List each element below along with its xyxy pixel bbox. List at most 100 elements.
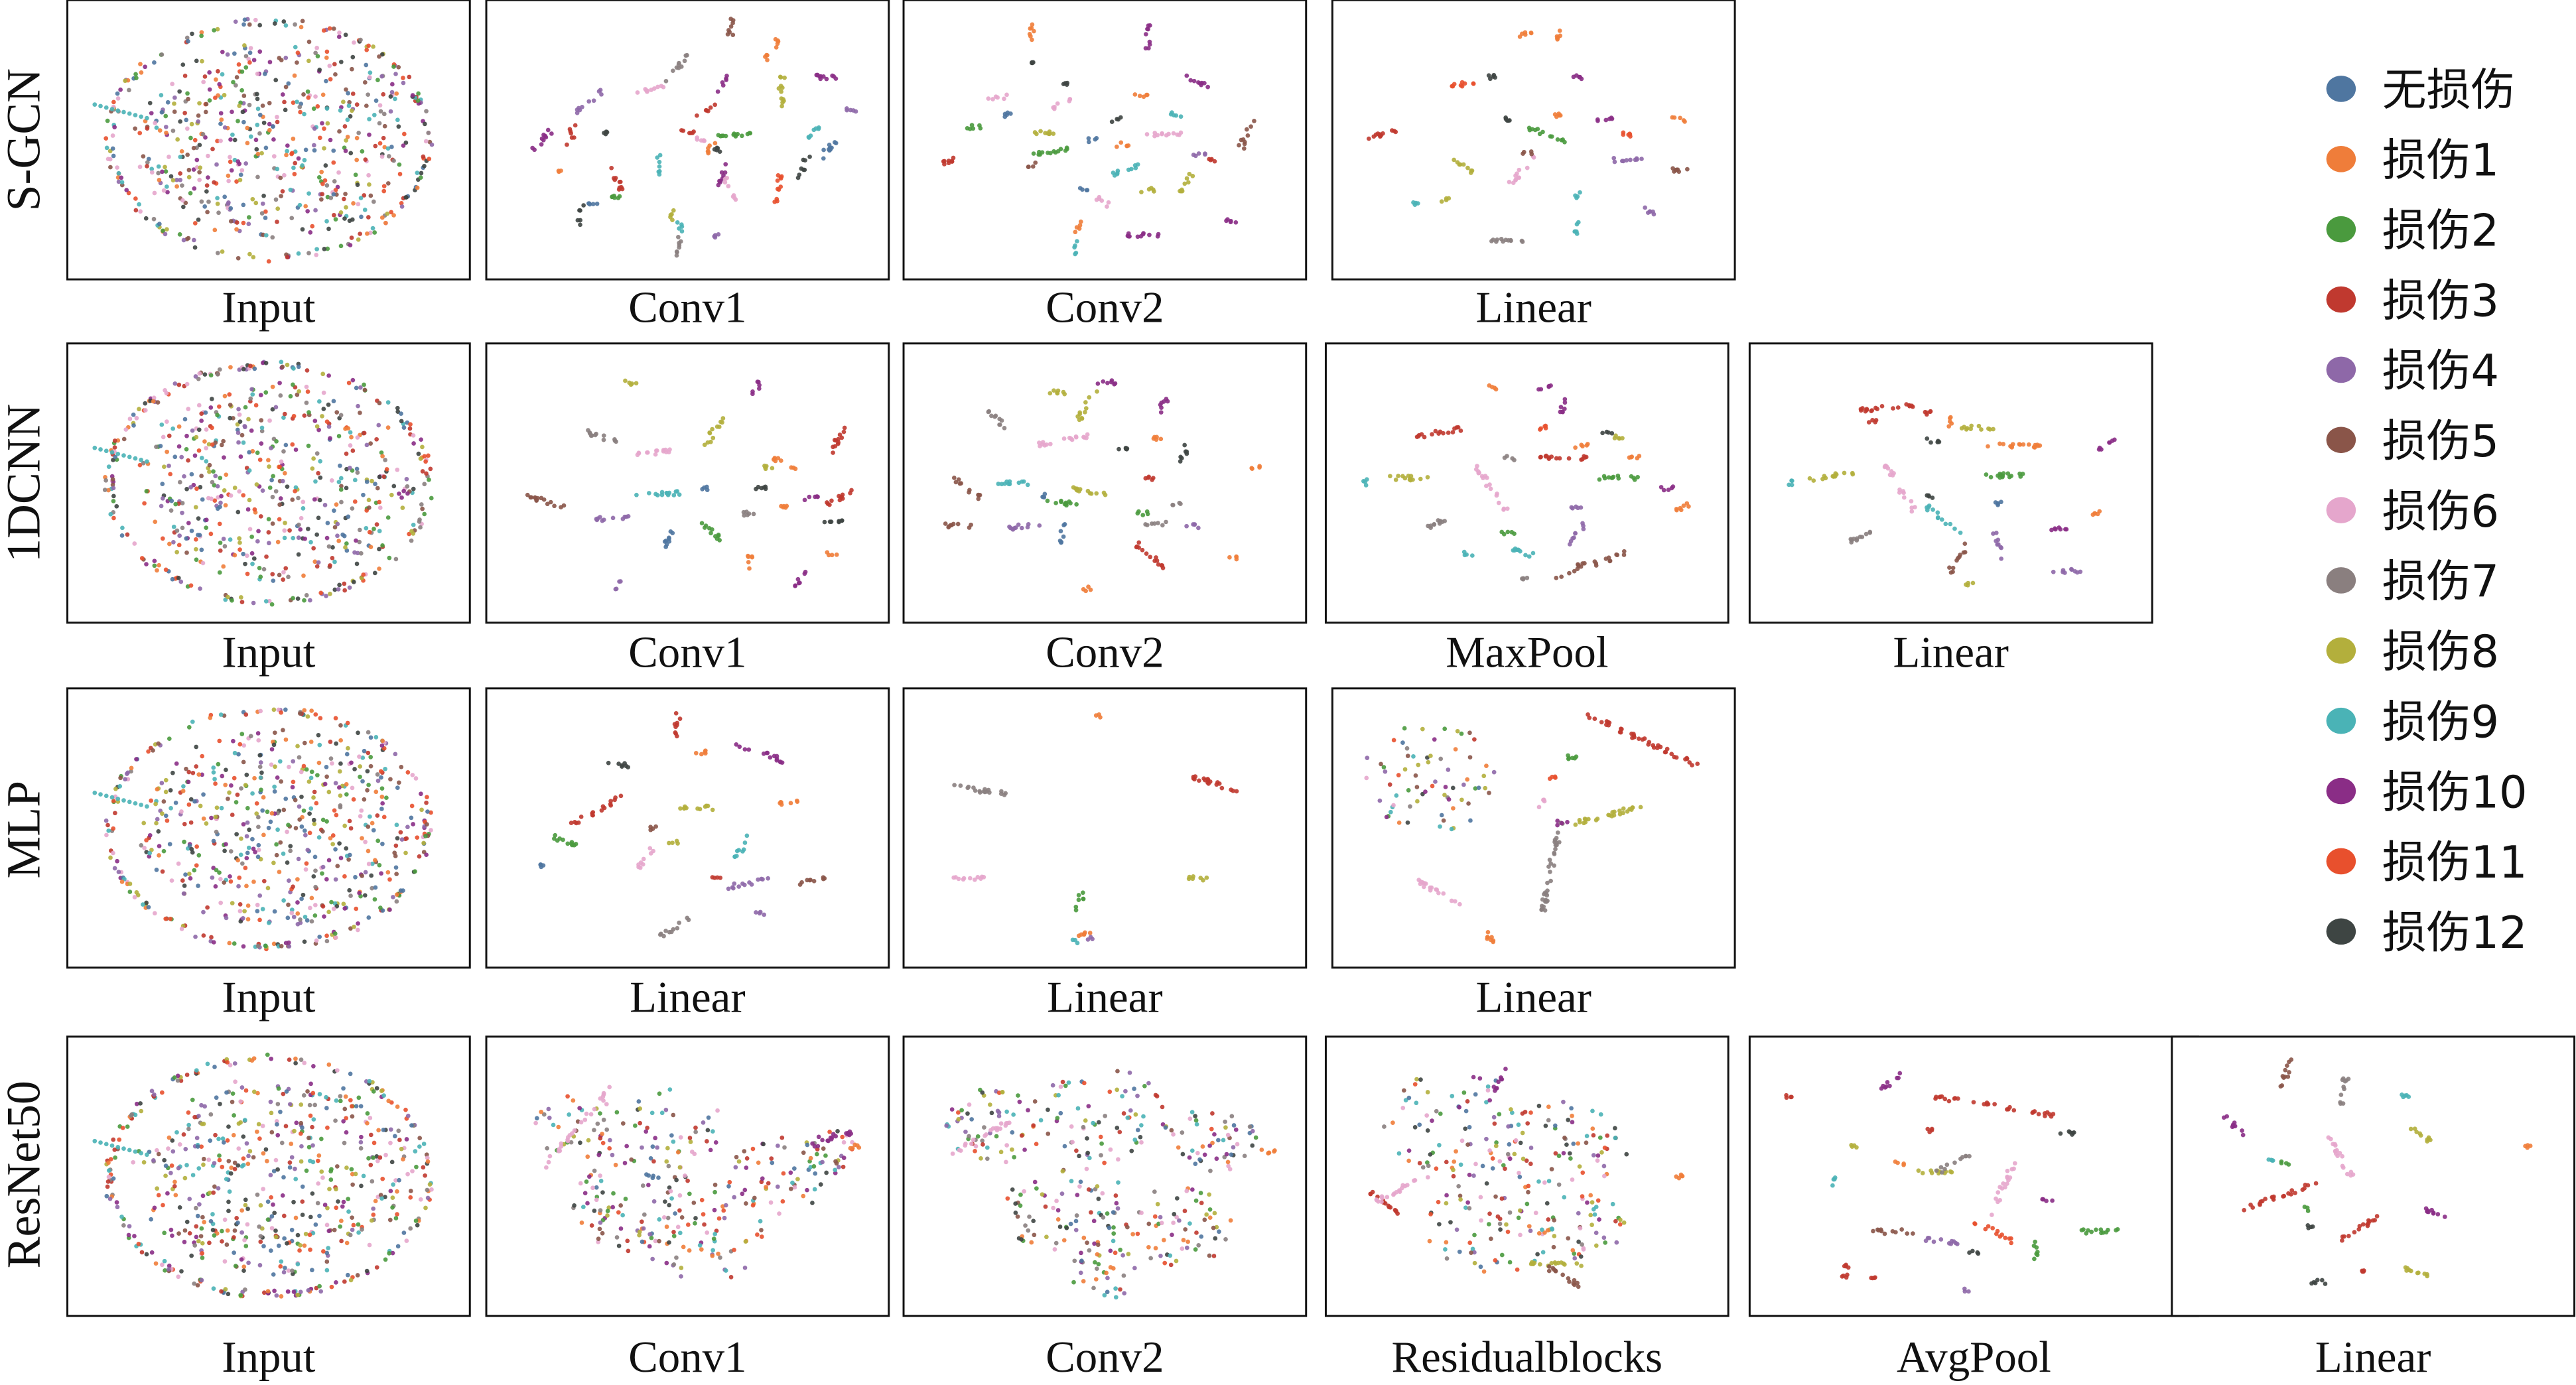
scatter-point bbox=[677, 1165, 683, 1170]
scatter-point bbox=[251, 58, 257, 62]
scatter-point bbox=[415, 98, 421, 103]
scatter-point bbox=[393, 843, 399, 848]
scatter-point bbox=[127, 882, 133, 886]
scatter-point bbox=[346, 103, 352, 108]
scatter-point bbox=[272, 784, 277, 789]
scatter-point bbox=[277, 381, 282, 385]
scatter-point bbox=[1086, 139, 1091, 145]
scatter-point bbox=[820, 1138, 825, 1143]
scatter-point bbox=[778, 458, 783, 463]
scatter-point bbox=[654, 448, 659, 453]
scatter-point bbox=[831, 450, 835, 455]
scatter-point bbox=[328, 756, 334, 761]
scatter-point bbox=[346, 1197, 351, 1201]
panel-frame bbox=[485, 687, 890, 969]
scatter-point bbox=[1438, 519, 1443, 523]
scatter-point bbox=[389, 82, 395, 87]
scatter-point bbox=[381, 1093, 386, 1098]
scatter-point bbox=[367, 505, 372, 510]
scatter-point bbox=[1581, 523, 1586, 529]
scatter-point bbox=[180, 183, 184, 188]
scatter-point bbox=[295, 1292, 300, 1297]
scatter-point bbox=[152, 1205, 157, 1211]
scatter-point bbox=[760, 877, 765, 882]
scatter-point bbox=[1548, 878, 1553, 884]
scatter-point bbox=[161, 228, 165, 233]
scatter-point bbox=[133, 801, 138, 806]
scatter-point bbox=[807, 878, 813, 883]
scatter-point bbox=[349, 1167, 354, 1172]
scatter-point bbox=[144, 900, 149, 905]
scatter-point bbox=[185, 153, 190, 157]
scatter-point bbox=[366, 824, 371, 829]
scatter-point bbox=[1034, 1142, 1039, 1147]
scatter-point bbox=[269, 1214, 275, 1219]
scatter-point bbox=[179, 149, 184, 154]
scatter-point bbox=[138, 209, 143, 214]
scatter-point bbox=[181, 237, 186, 243]
scatter-point bbox=[590, 810, 596, 815]
scatter-point bbox=[1402, 767, 1408, 772]
scatter-point bbox=[1621, 549, 1627, 554]
scatter-point bbox=[156, 741, 161, 746]
scatter-point bbox=[616, 1243, 622, 1248]
scatter-point bbox=[1206, 781, 1211, 786]
scatter-point bbox=[172, 1183, 177, 1189]
scatter-point bbox=[1147, 232, 1152, 237]
scatter-point bbox=[237, 547, 242, 552]
scatter-point bbox=[841, 1164, 846, 1169]
scatter-point bbox=[401, 488, 406, 494]
scatter-point bbox=[428, 466, 433, 472]
scatter-point bbox=[356, 1222, 361, 1227]
scatter-point bbox=[311, 1117, 316, 1122]
scatter-point bbox=[172, 454, 178, 460]
scatter-point bbox=[204, 427, 209, 432]
scatter-point bbox=[146, 905, 151, 909]
scatter-point bbox=[210, 425, 214, 430]
scatter-point bbox=[1144, 132, 1150, 137]
scatter-point bbox=[206, 175, 210, 180]
scatter-point bbox=[209, 496, 214, 501]
scatter-point bbox=[678, 239, 683, 244]
scatter-point bbox=[762, 912, 766, 917]
scatter-point bbox=[199, 419, 204, 423]
scatter-point bbox=[347, 888, 352, 893]
scatter-point bbox=[310, 1143, 315, 1148]
scatter-point bbox=[379, 794, 385, 799]
scatter-point bbox=[1807, 476, 1812, 481]
scatter-point bbox=[282, 528, 287, 533]
scatter-point bbox=[651, 1199, 657, 1204]
scatter-point bbox=[1670, 484, 1676, 489]
scatter-point bbox=[775, 1184, 780, 1189]
scatter-point bbox=[803, 158, 807, 163]
scatter-point bbox=[181, 1132, 186, 1137]
scatter-point bbox=[184, 486, 189, 492]
scatter-point bbox=[115, 1205, 120, 1210]
scatter-point bbox=[170, 770, 175, 775]
scatter-point bbox=[987, 790, 992, 795]
scatter-point bbox=[426, 453, 431, 458]
scatter-point bbox=[1604, 429, 1609, 434]
scatter-point bbox=[695, 806, 700, 811]
scatter-point bbox=[1685, 166, 1690, 172]
scatter-point bbox=[322, 178, 328, 183]
scatter-point bbox=[756, 1160, 761, 1165]
scatter-point bbox=[667, 1240, 671, 1245]
scatter-point bbox=[839, 435, 845, 440]
scatter-point bbox=[198, 485, 203, 490]
scatter-point bbox=[248, 734, 253, 739]
scatter-point bbox=[373, 735, 379, 740]
scatter-point bbox=[291, 1199, 296, 1205]
scatter-point bbox=[1491, 769, 1497, 775]
scatter-point bbox=[293, 1056, 298, 1061]
scatter-point bbox=[377, 141, 383, 146]
scatter-point bbox=[214, 77, 218, 82]
scatter-point bbox=[1032, 1099, 1038, 1104]
scatter-point bbox=[825, 1138, 830, 1143]
scatter-point bbox=[184, 126, 190, 131]
scatter-point bbox=[159, 781, 165, 785]
scatter-point bbox=[147, 854, 152, 859]
scatter-point bbox=[1058, 529, 1063, 534]
scatter-point bbox=[816, 125, 821, 130]
scatter-point bbox=[337, 129, 342, 134]
